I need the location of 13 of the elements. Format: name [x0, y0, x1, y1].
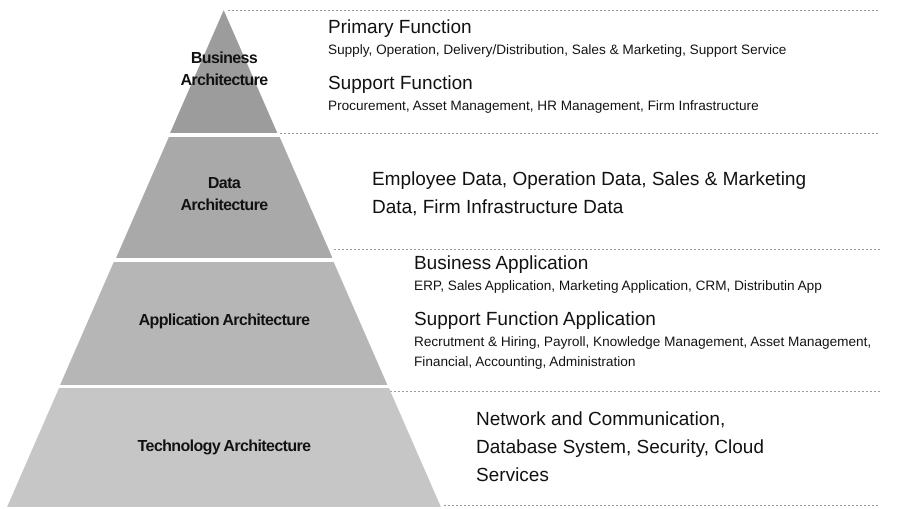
section-heading: Business Application [414, 252, 590, 276]
item-list: Procurement, Asset Management, HR Management, Firm Infrastructure [328, 96, 908, 116]
item-list: ERP, Sales Application, Marketing Application, CRM, Distributin App [414, 276, 912, 296]
item-list: Recrutment & Hiring, Payroll, Knowledge Management, Asset Management, Financial, Accounting, Administration [414, 332, 912, 372]
layer-label: Application Architecture [138, 311, 310, 331]
section-heading: Support Function Application [414, 308, 657, 332]
item-list: Network and Communication, Database System, Security, Cloud Services [476, 406, 776, 490]
section-heading: Support Function [328, 72, 474, 96]
item-list: Supply, Operation, Delivery/Distribution, Sales & Marketing, Support Service [328, 40, 908, 60]
section-heading: Primary Function [328, 16, 473, 40]
layer-label: Data Architecture [179, 174, 269, 216]
layer-label: Technology Architecture [138, 437, 310, 457]
item-list: Employee Data, Operation Data, Sales & Marketing Data, Firm Infrastructure Data [372, 166, 842, 222]
